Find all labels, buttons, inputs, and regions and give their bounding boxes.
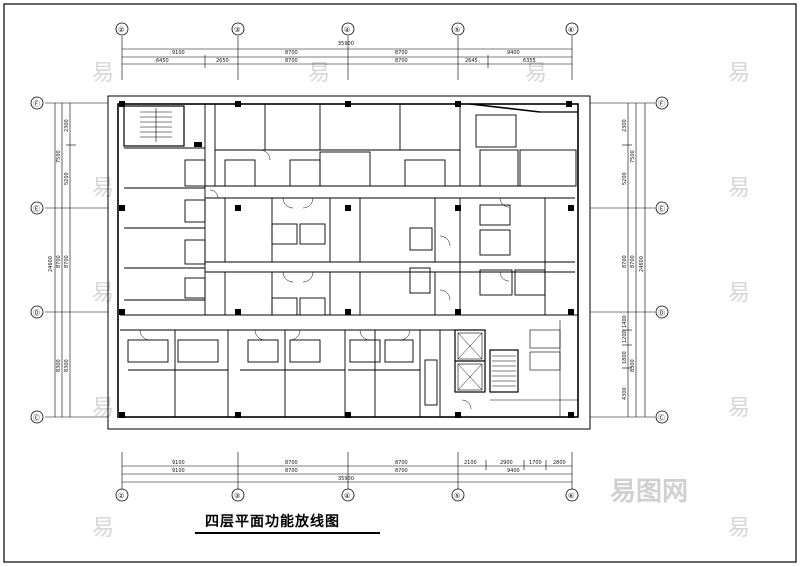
- dim-label: 9400: [507, 50, 520, 56]
- dim-label: 2300: [64, 119, 70, 132]
- dim-label: 8300: [56, 359, 62, 372]
- axis-label: Ⓓ: [658, 309, 665, 317]
- right-axis-bubbles: Ⓕ Ⓔ Ⓓ Ⓒ: [655, 96, 669, 424]
- dim-total-bottom: 35900: [338, 476, 354, 482]
- axis-label: Ⓔ: [33, 205, 40, 213]
- watermark-layer: 易 易 易 易 易 易 易 易 易 易 易 易: [92, 61, 750, 541]
- right-dimension-text: 2300 5200 8700 1400 1200 1800 4300 7500 …: [622, 119, 645, 400]
- axis-label: Ⓒ: [33, 414, 40, 422]
- left-dimension-text: 24600 7500 8700 8300 2300 5200 8700 8300: [48, 119, 70, 372]
- axis-label: Ⓕ: [658, 100, 665, 108]
- dim-label: 5200: [64, 172, 70, 185]
- structural-columns: [119, 101, 574, 418]
- axis-label: ⑤: [454, 492, 460, 500]
- axis-label: ⑥: [568, 26, 574, 34]
- dim-label: 9100: [172, 460, 185, 466]
- watermark: 易: [92, 176, 114, 201]
- dim-label: 2800: [553, 460, 566, 466]
- dim-label: 24600: [639, 256, 645, 272]
- dim-label: 8700: [285, 50, 298, 56]
- bottom-axis-bubbles: ② ③ ④ ⑤ ⑥: [115, 488, 579, 502]
- dim-label: 24600: [48, 256, 54, 272]
- dim-label: 8700: [395, 460, 408, 466]
- watermark: 易: [92, 396, 114, 421]
- dim-label: 8700: [622, 255, 628, 268]
- title-underline: [195, 532, 380, 534]
- dim-label: 1200: [622, 330, 628, 343]
- dim-label: 5200: [622, 172, 628, 185]
- dim-label: 7500: [56, 150, 62, 163]
- axis-label: Ⓔ: [658, 205, 665, 213]
- dim-label: 2100: [464, 460, 477, 466]
- dim-label: 6355: [523, 58, 536, 64]
- dim-label: 8700: [395, 50, 408, 56]
- watermark: 易: [92, 516, 114, 541]
- watermark: 易: [525, 61, 547, 86]
- axis-label: Ⓓ: [33, 309, 40, 317]
- dim-label: 9100: [172, 468, 185, 474]
- axis-label: ④: [344, 26, 350, 34]
- axis-label: ⑥: [568, 492, 574, 500]
- right-dimension-chain: [590, 102, 655, 418]
- bottom-dimension-text: 9100 8700 8700 2100 2900 1700 2800 9100 …: [172, 460, 566, 482]
- watermark: 易: [728, 61, 750, 86]
- dim-label: 8700: [630, 255, 636, 268]
- dim-label: 8700: [395, 468, 408, 474]
- dim-label: 8700: [285, 58, 298, 64]
- watermark: 易: [728, 176, 750, 201]
- bottom-dimension-chain: [121, 452, 573, 490]
- dim-label: 8700: [285, 468, 298, 474]
- dim-label: 6450: [156, 58, 169, 64]
- dim-label: 2900: [500, 460, 513, 466]
- drawing-title: 四层平面功能放线图: [205, 514, 340, 530]
- dim-label: 8700: [285, 460, 298, 466]
- dim-label: 7500: [630, 150, 636, 163]
- top-dimension-text: 35900 9100 8700 8700 9400 6450 2650 8700…: [156, 41, 536, 64]
- dim-label: 8700: [395, 58, 408, 64]
- dim-label: 8700: [64, 255, 70, 268]
- dim-label: 9100: [172, 50, 185, 56]
- watermark: 易: [308, 61, 330, 86]
- dim-label: 2300: [622, 119, 628, 132]
- watermark: 易: [728, 516, 750, 541]
- watermark: 易: [92, 281, 114, 306]
- dim-label: 4300: [622, 387, 628, 400]
- dim-label: 1800: [622, 351, 628, 364]
- axis-label: Ⓕ: [33, 100, 40, 108]
- building-plan: [107, 95, 591, 430]
- axis-label: ⑤: [454, 26, 460, 34]
- site-logo: 易图网: [610, 477, 688, 507]
- dim-label: 8300: [630, 359, 636, 372]
- top-axis-bubbles: ② ③ ④ ⑤ ⑥: [115, 22, 579, 36]
- axis-label: ②: [118, 492, 124, 500]
- dim-label: 8300: [64, 359, 70, 372]
- dim-label: 2650: [216, 58, 229, 64]
- axis-label: Ⓒ: [658, 414, 665, 422]
- watermark: 易: [728, 281, 750, 306]
- top-dimension-chain: [121, 36, 573, 80]
- axis-label: ③: [234, 26, 240, 34]
- watermark: 易: [728, 396, 750, 421]
- dim-total-top: 35900: [338, 41, 354, 47]
- left-dimension-chain: [45, 102, 108, 418]
- axis-label: ④: [344, 492, 350, 500]
- dim-label: 1700: [529, 460, 542, 466]
- left-axis-bubbles: Ⓕ Ⓔ Ⓓ Ⓒ: [30, 96, 44, 424]
- dim-label: 2645: [465, 58, 478, 64]
- drawing-frame: [3, 3, 797, 563]
- dim-label: 9400: [507, 468, 520, 474]
- axis-label: ②: [118, 26, 124, 34]
- logo-text: 易图网: [610, 477, 688, 507]
- watermark: 易: [92, 61, 114, 86]
- axis-label: ③: [234, 492, 240, 500]
- dim-label: 1400: [622, 315, 628, 328]
- dim-label: 8700: [56, 255, 62, 268]
